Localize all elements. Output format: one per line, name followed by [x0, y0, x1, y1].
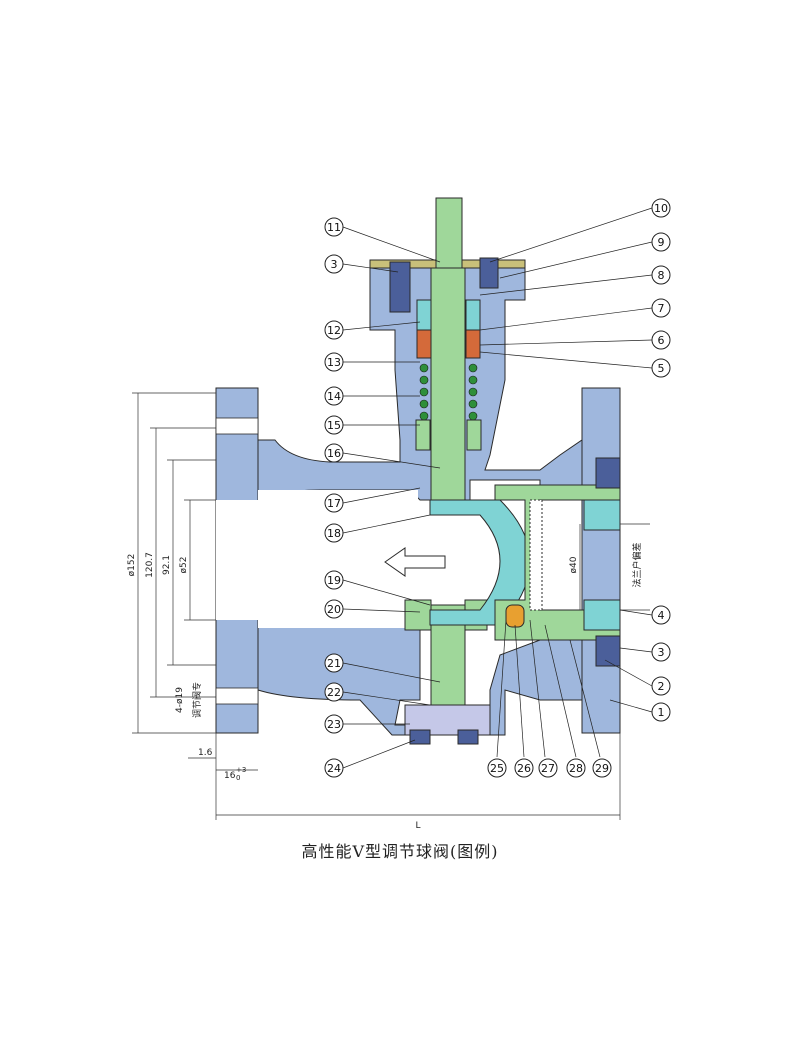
figure-caption: 高性能V型调节球阀(图例) — [301, 842, 499, 861]
svg-text:22: 22 — [327, 686, 341, 699]
svg-text:25: 25 — [490, 762, 504, 775]
callout-14: 14 — [324, 386, 344, 406]
dim-L: L — [415, 821, 420, 831]
svg-text:17: 17 — [327, 497, 341, 510]
svg-text:14: 14 — [327, 390, 341, 403]
flange-hole — [215, 417, 259, 435]
cap-bolt — [457, 729, 479, 745]
svg-text:3: 3 — [658, 646, 665, 659]
flow-arrow — [384, 547, 446, 577]
callout-23: 23 — [324, 714, 344, 734]
svg-text:16: 16 — [327, 447, 341, 460]
flange-hole — [215, 687, 259, 705]
callout-12: 12 — [324, 320, 344, 340]
callout-9: 9 — [651, 232, 671, 252]
svg-text:26: 26 — [517, 762, 531, 775]
svg-text:7: 7 — [658, 302, 665, 315]
insert-4 — [583, 599, 621, 631]
v-ball — [429, 499, 531, 626]
dim-d52: ø52 — [179, 557, 189, 574]
dim-d152: ø152 — [127, 554, 137, 577]
dim-120: 120.7 — [145, 552, 155, 578]
svg-text:4: 4 — [658, 609, 665, 622]
callout-26: 26 — [514, 758, 534, 778]
callout-3-side: 3 — [651, 642, 671, 662]
callout-27: 27 — [538, 758, 558, 778]
flow-bore — [216, 500, 416, 620]
callout-19: 19 — [324, 570, 344, 590]
svg-text:10: 10 — [654, 202, 668, 215]
dim-d40: ø40 — [569, 556, 579, 573]
dim-92: 92.1 — [162, 555, 172, 575]
callout-25: 25 — [487, 758, 507, 778]
callout-6: 6 — [651, 330, 671, 350]
callout-21: 21 — [324, 653, 344, 673]
dim-16-tol: +3 — [236, 766, 246, 774]
dim-right-note: 法兰户偏差 — [631, 542, 643, 587]
callout-7: 7 — [651, 298, 671, 318]
callout-1: 1 — [651, 702, 671, 722]
spring-stack — [419, 363, 478, 421]
seat-ring — [529, 499, 543, 611]
svg-text:24: 24 — [327, 762, 341, 775]
svg-text:9: 9 — [658, 236, 665, 249]
dim-holes-note: 调节阀专 — [191, 682, 203, 718]
callout-2: 2 — [651, 676, 671, 696]
dim-1-6: 1.6 — [198, 748, 213, 758]
stem-upper — [430, 267, 466, 501]
callout-20: 20 — [324, 599, 344, 619]
callout-17: 17 — [324, 493, 344, 513]
seat-spring — [505, 604, 525, 628]
svg-text:5: 5 — [658, 362, 665, 375]
svg-text:2: 2 — [658, 680, 665, 693]
dimension-lines — [132, 392, 650, 820]
packing-set — [416, 299, 481, 359]
callout-22: 22 — [324, 682, 344, 702]
callout-10: 10 — [651, 198, 671, 218]
cap-bolt — [409, 729, 431, 745]
svg-text:23: 23 — [327, 718, 341, 731]
svg-text:18: 18 — [327, 527, 341, 540]
svg-text:29: 29 — [595, 762, 609, 775]
callout-4: 4 — [651, 605, 671, 625]
svg-text:15: 15 — [327, 419, 341, 432]
svg-text:27: 27 — [541, 762, 555, 775]
svg-text:13: 13 — [327, 356, 341, 369]
svg-text:19: 19 — [327, 574, 341, 587]
svg-text:8: 8 — [658, 269, 665, 282]
svg-text:20: 20 — [327, 603, 341, 616]
dim-16: 16 — [224, 771, 236, 781]
svg-text:28: 28 — [569, 762, 583, 775]
callout-11: 11 — [324, 217, 344, 237]
svg-text:11: 11 — [327, 221, 341, 234]
callout-28: 28 — [566, 758, 586, 778]
callout-13: 13 — [324, 352, 344, 372]
callout-16: 16 — [324, 443, 344, 463]
right-flange — [581, 387, 621, 734]
callout-8: 8 — [651, 265, 671, 285]
insert-4 — [583, 499, 621, 531]
bonnet-bolt-right — [479, 257, 499, 289]
callout-24: 24 — [324, 758, 344, 778]
svg-text:1: 1 — [658, 706, 665, 719]
side-bolt — [595, 635, 621, 667]
valve-body — [215, 264, 621, 736]
bonnet-bolt-left — [389, 261, 411, 313]
leader-lines — [342, 207, 653, 769]
dim-16-tol0: 0 — [236, 774, 240, 782]
dim-holes: 4-ø19 — [175, 687, 185, 713]
callout-5: 5 — [651, 358, 671, 378]
svg-text:6: 6 — [658, 334, 665, 347]
svg-text:12: 12 — [327, 324, 341, 337]
callout-18: 18 — [324, 523, 344, 543]
svg-text:3: 3 — [331, 258, 338, 271]
stem-top — [435, 197, 463, 271]
callout-29: 29 — [592, 758, 612, 778]
svg-text:21: 21 — [327, 657, 341, 670]
callout-15: 15 — [324, 415, 344, 435]
side-bolt — [595, 457, 621, 489]
callout-3-top: 3 — [324, 254, 344, 274]
